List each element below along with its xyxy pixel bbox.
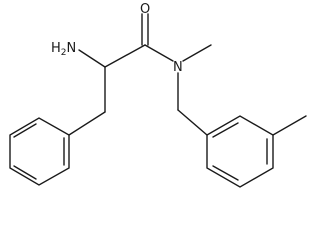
phenyl-ring <box>9 117 70 186</box>
bond-ring-methyl <box>272 115 307 136</box>
methylphenyl-ring <box>206 115 274 188</box>
bond-calpha-ccarbonyl <box>104 44 146 68</box>
amine-label: H2N <box>51 41 76 58</box>
bond-ch2-benzyl-ring <box>177 109 208 136</box>
bond-ch2-phenyl <box>68 111 106 136</box>
chemical-structure-diagram: H2N O N <box>9 2 307 188</box>
oxygen-label: O <box>140 2 150 17</box>
bond-nh2-calpha <box>78 49 106 68</box>
bond-ccarbonyl-n <box>144 44 174 62</box>
nitrogen-label: N <box>173 60 183 75</box>
bond-n-methyl <box>182 44 212 62</box>
